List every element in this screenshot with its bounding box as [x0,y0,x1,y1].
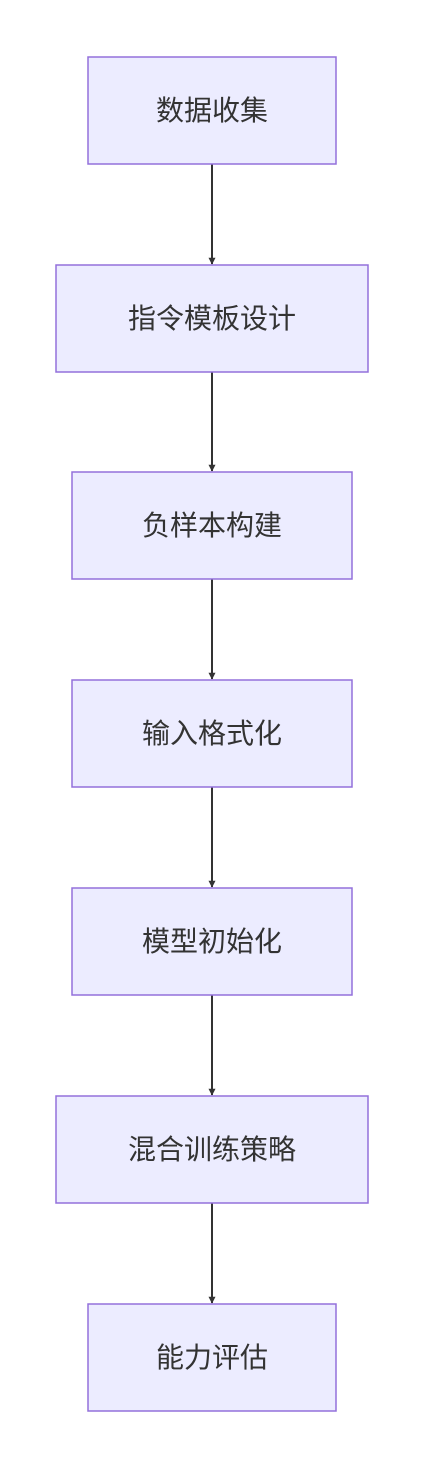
flow-node-box [71,887,353,996]
flow-node-box [71,679,353,788]
flow-node-box [87,1303,337,1412]
flow-node-3: 负样本构建 [71,471,353,580]
flow-node-label: 输入格式化 [142,717,282,750]
flow-node-6: 混合训练策略 [55,1095,369,1204]
flow-node-2: 指令模板设计 [55,264,369,373]
flow-node-5: 模型初始化 [71,887,353,996]
flow-node-label: 能力评估 [156,1341,268,1374]
flow-node-box [87,56,337,165]
flow-node-1: 数据收集 [87,56,337,165]
flow-node-label: 指令模板设计 [128,302,296,335]
flow-node-7: 能力评估 [87,1303,337,1412]
flow-node-label: 模型初始化 [142,925,282,958]
flow-node-label: 负样本构建 [142,509,282,542]
flow-node-4: 输入格式化 [71,679,353,788]
flow-node-box [71,471,353,580]
flow-node-box [55,1095,369,1204]
flow-node-label: 数据收集 [156,94,268,127]
flow-node-box [55,264,369,373]
flow-node-label: 混合训练策略 [128,1133,296,1166]
